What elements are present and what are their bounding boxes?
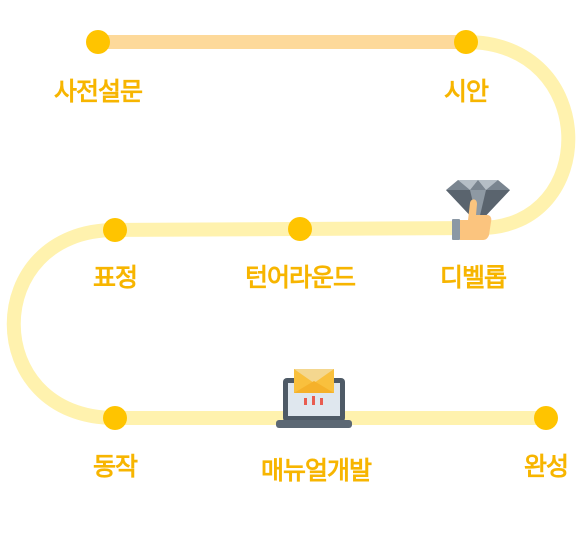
step-label-4: 턴어라운드: [244, 263, 356, 292]
step-label-8: 완성: [523, 452, 569, 481]
step-label-3: 디벨롭: [439, 263, 507, 292]
step-label-1: 사전설문: [53, 77, 143, 106]
path-curve-right: [465, 35, 576, 235]
step-dot-6: [103, 406, 127, 430]
laptop-mail-icon: [276, 369, 352, 428]
step-label-5: 표정: [92, 263, 138, 292]
step-label-6: 동작: [92, 452, 138, 481]
step-dot-4: [288, 217, 312, 241]
step-dot-2: [454, 30, 478, 54]
step-label-2: 시안: [443, 77, 489, 106]
step-dot-1: [86, 30, 110, 54]
path-curve-left: [6, 223, 116, 425]
step-dot-5: [103, 218, 127, 242]
step-dot-8: [534, 406, 558, 430]
diamond-thumbs-up-icon: [446, 180, 510, 240]
step-label-7: 매뉴얼개발: [260, 456, 372, 485]
